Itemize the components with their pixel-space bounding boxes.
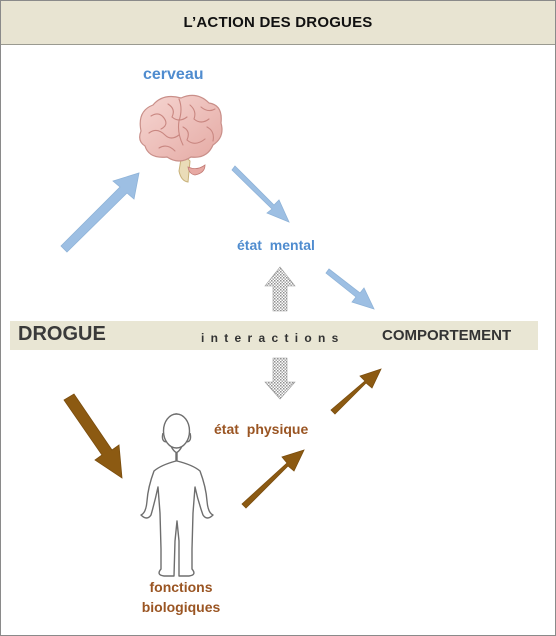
human-figure-icon bbox=[140, 413, 214, 577]
label-cerveau: cerveau bbox=[143, 66, 204, 83]
arrow-etat-physique-to-comportement bbox=[330, 368, 382, 415]
label-interactions: interactions bbox=[201, 331, 345, 345]
label-etat-mental: état mental bbox=[237, 237, 315, 253]
arrow-drogue-to-cerveau bbox=[60, 172, 140, 253]
label-drogue: DROGUE bbox=[18, 323, 106, 345]
label-fonctions-line2: biologiques bbox=[141, 599, 221, 615]
label-fonctions-biologiques: fonctions biologiques bbox=[126, 577, 236, 617]
header-bar: L’ACTION DES DROGUES bbox=[1, 1, 555, 45]
arrow-interaction-down bbox=[264, 357, 296, 400]
arrow-fonctions-to-etat-physique bbox=[241, 449, 305, 509]
page-title: L’ACTION DES DROGUES bbox=[183, 14, 373, 31]
interaction-band bbox=[10, 321, 538, 350]
label-etat-physique: état physique bbox=[214, 421, 309, 437]
brain-icon bbox=[139, 94, 223, 183]
arrow-etat-mental-to-comportement bbox=[325, 268, 375, 310]
arrow-drogue-to-fonctions bbox=[63, 393, 123, 479]
arrow-interaction-up bbox=[264, 266, 296, 312]
arrow-cerveau-to-etat-mental bbox=[231, 165, 290, 223]
label-fonctions-line1: fonctions bbox=[149, 579, 213, 595]
label-comportement: COMPORTEMENT bbox=[382, 327, 512, 344]
